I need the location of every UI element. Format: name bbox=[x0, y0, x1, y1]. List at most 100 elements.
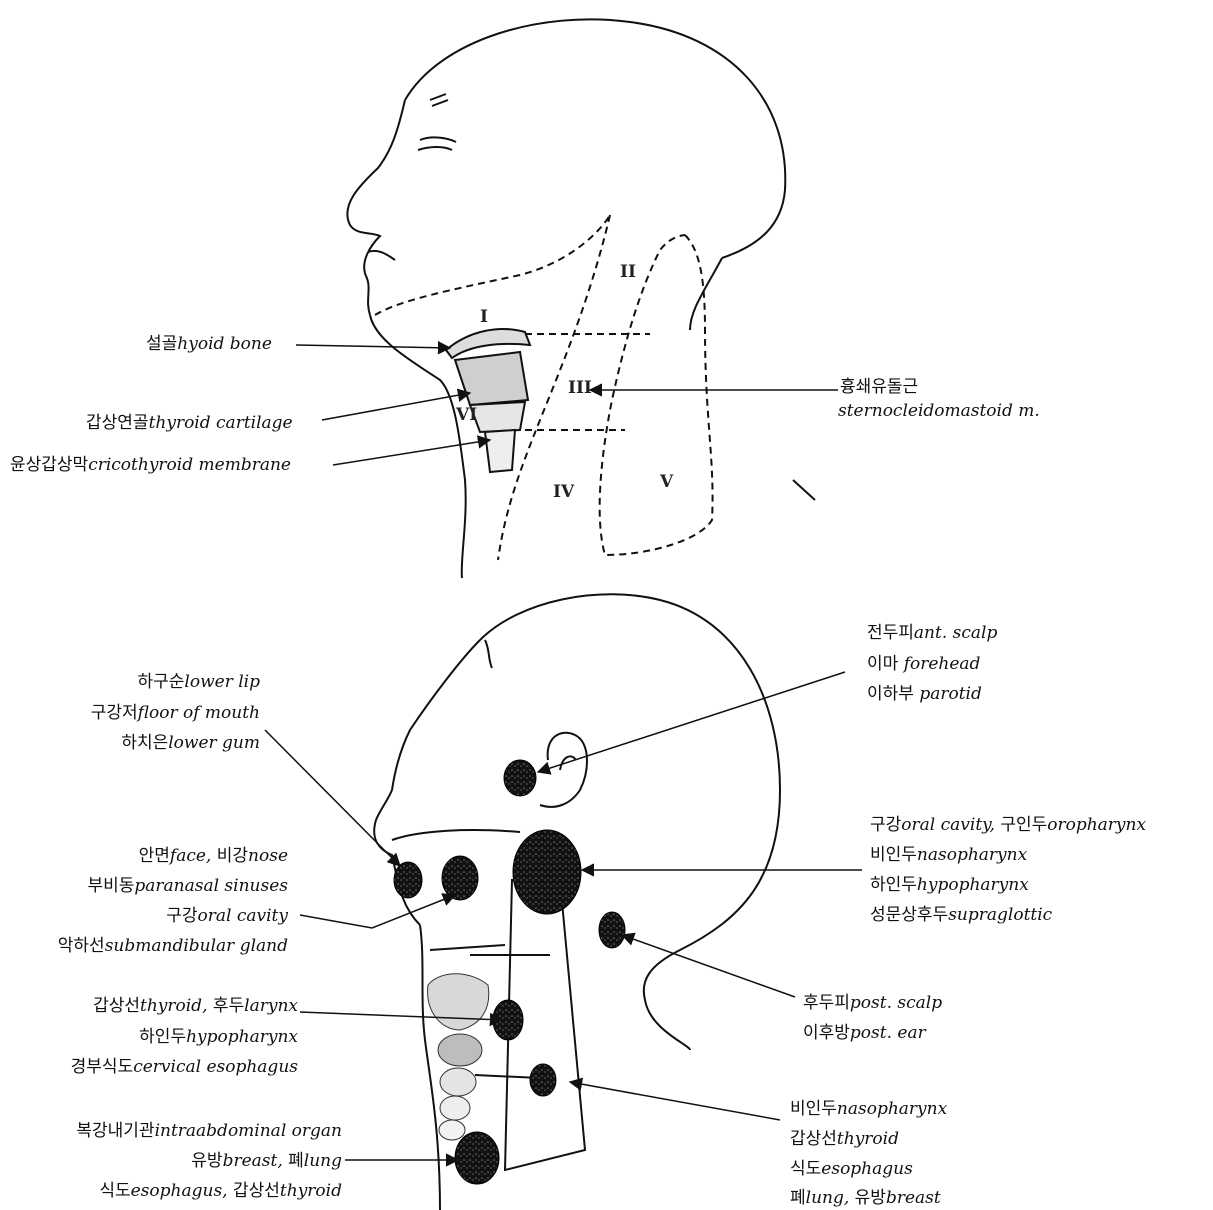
label-en: esophagus bbox=[821, 1159, 913, 1179]
label-en: hyoid bone bbox=[177, 334, 272, 354]
label-ko: 하인두 bbox=[870, 875, 917, 895]
label-en: submandibular gland bbox=[105, 936, 288, 956]
label-ko: 식도 bbox=[99, 1181, 130, 1201]
label-en: breast, bbox=[223, 1151, 283, 1171]
label-en: paranasal sinuses bbox=[134, 876, 288, 896]
label-ko: 갑상선 bbox=[233, 1181, 280, 1201]
label-supraglottic: 성문상후두supraglottic bbox=[870, 905, 1052, 925]
label-lung-breast-right: 폐lung, 유방breast bbox=[790, 1188, 941, 1208]
label-en: larynx bbox=[244, 996, 298, 1016]
label-en: post. ear bbox=[850, 1023, 926, 1043]
label-ko: 폐 bbox=[790, 1188, 806, 1208]
label-cervical-esophagus: 경부식도cervical esophagus bbox=[10, 1057, 298, 1077]
label-ko: 이마 bbox=[867, 654, 898, 674]
label-ko: 경부식도 bbox=[71, 1057, 134, 1077]
label-thyroid-right: 갑상선thyroid bbox=[790, 1129, 899, 1149]
label-ko: 악하선 bbox=[58, 936, 105, 956]
label-oral-cavity-left: 구강oral cavity bbox=[10, 906, 288, 926]
label-en: nasopharynx bbox=[837, 1099, 947, 1119]
label-ko: 유방 bbox=[855, 1188, 886, 1208]
level-III-numeral: III bbox=[568, 378, 592, 398]
label-ko: 하인두 bbox=[139, 1027, 186, 1047]
label-en: hypopharynx bbox=[917, 875, 1029, 895]
level-VI-numeral: VI bbox=[456, 405, 477, 425]
node-posterior bbox=[599, 912, 625, 948]
label-face-nose: 안면face, 비강nose bbox=[10, 846, 288, 866]
label-ko: 성문상후두 bbox=[870, 905, 948, 925]
label-en: breast bbox=[886, 1188, 941, 1208]
label-ko: 하치은 bbox=[121, 733, 168, 753]
label-thyroid-larynx: 갑상선thyroid, 후두larynx bbox=[10, 996, 298, 1016]
label-hyoid-bone: 설골hyoid bone bbox=[146, 334, 272, 354]
label-scm-ko: 흉쇄유돌근 bbox=[840, 377, 918, 397]
node-preauricular bbox=[504, 760, 536, 796]
node-jugulodigastric bbox=[513, 830, 581, 914]
label-en: oral cavity, bbox=[901, 815, 995, 835]
label-en: parotid bbox=[919, 684, 982, 704]
label-en: supraglottic bbox=[948, 905, 1052, 925]
node-submandibular bbox=[442, 856, 478, 900]
label-oral-cavity-oropharynx: 구강oral cavity, 구인두oropharynx bbox=[870, 815, 1146, 835]
label-scm-en: sternocleidomastoid m. bbox=[838, 401, 1040, 421]
label-en: cervical esophagus bbox=[133, 1057, 298, 1077]
label-ko: 폐 bbox=[288, 1151, 304, 1171]
level-V-numeral: V bbox=[660, 472, 673, 492]
label-breast-lung-left: 유방breast, 폐lung bbox=[10, 1151, 342, 1171]
label-ko: 구강저 bbox=[91, 703, 138, 723]
label-ko: 구강 bbox=[166, 906, 197, 926]
label-post-ear: 이후방post. ear bbox=[803, 1023, 926, 1043]
label-floor-of-mouth: 구강저floor of mouth bbox=[20, 703, 260, 723]
label-ko: 후두피 bbox=[803, 993, 850, 1013]
label-ko: 구강 bbox=[870, 815, 901, 835]
label-ko: 후두 bbox=[213, 996, 244, 1016]
label-nasopharynx-lower-right: 비인두nasopharynx bbox=[790, 1099, 947, 1119]
label-en: thyroid bbox=[837, 1129, 899, 1149]
label-en: nasopharynx bbox=[917, 845, 1027, 865]
label-ko: 비인두 bbox=[790, 1099, 837, 1119]
label-en: intraabdominal organ bbox=[155, 1121, 342, 1141]
label-ko: 윤상갑상막 bbox=[10, 455, 88, 475]
label-ko: 하구순 bbox=[138, 672, 185, 692]
label-ko: 갑상선 bbox=[93, 996, 140, 1016]
label-ko: 안면 bbox=[139, 846, 170, 866]
label-en: floor of mouth bbox=[138, 703, 260, 723]
label-en: esophagus, bbox=[131, 1181, 228, 1201]
label-parotid: 이하부 parotid bbox=[867, 684, 982, 704]
node-supraclavicular bbox=[455, 1132, 499, 1184]
label-forehead: 이마 forehead bbox=[867, 654, 980, 674]
level-I-numeral: I bbox=[480, 307, 488, 327]
top-head-outline bbox=[347, 19, 815, 578]
label-en: ant. scalp bbox=[914, 623, 997, 643]
label-intraabdominal-organ: 복강내기관intraabdominal organ bbox=[10, 1121, 342, 1141]
label-esophagus-right: 식도esophagus bbox=[790, 1159, 913, 1179]
label-cricothyroid-membrane: 윤상갑상막cricothyroid membrane bbox=[10, 455, 291, 475]
label-submandibular-gland: 악하선submandibular gland bbox=[10, 936, 288, 956]
bottom-larynx-structures bbox=[428, 974, 489, 1140]
label-en: forehead bbox=[904, 654, 981, 674]
top-level-boundaries bbox=[375, 215, 713, 560]
label-hypopharynx-left: 하인두hypopharynx bbox=[10, 1027, 298, 1047]
label-ko: 이하부 bbox=[867, 684, 914, 704]
label-ko: 식도 bbox=[790, 1159, 821, 1179]
label-ko: 설골 bbox=[146, 334, 177, 354]
label-thyroid-cartilage: 갑상연골thyroid cartilage bbox=[86, 413, 293, 433]
label-en: lower lip bbox=[184, 672, 260, 692]
label-paranasal-sinuses: 부비동paranasal sinuses bbox=[10, 876, 288, 896]
label-post-scalp: 후두피post. scalp bbox=[803, 993, 942, 1013]
label-en: thyroid bbox=[280, 1181, 342, 1201]
label-en: thyroid cartilage bbox=[149, 413, 293, 433]
label-lower-lip: 하구순lower lip bbox=[20, 672, 260, 692]
label-ko: 갑상연골 bbox=[86, 413, 149, 433]
label-en: lower gum bbox=[168, 733, 260, 753]
label-en: oropharynx bbox=[1047, 815, 1146, 835]
label-en: hypopharynx bbox=[186, 1027, 298, 1047]
label-en: post. scalp bbox=[850, 993, 942, 1013]
label-en: lung, bbox=[806, 1188, 850, 1208]
label-en: face, bbox=[170, 846, 211, 866]
label-ko: 비인두 bbox=[870, 845, 917, 865]
top-leader-lines bbox=[296, 345, 838, 465]
label-hypopharynx-right: 하인두hypopharynx bbox=[870, 875, 1029, 895]
label-ko: 유방 bbox=[191, 1151, 222, 1171]
level-II-numeral: II bbox=[620, 262, 636, 282]
